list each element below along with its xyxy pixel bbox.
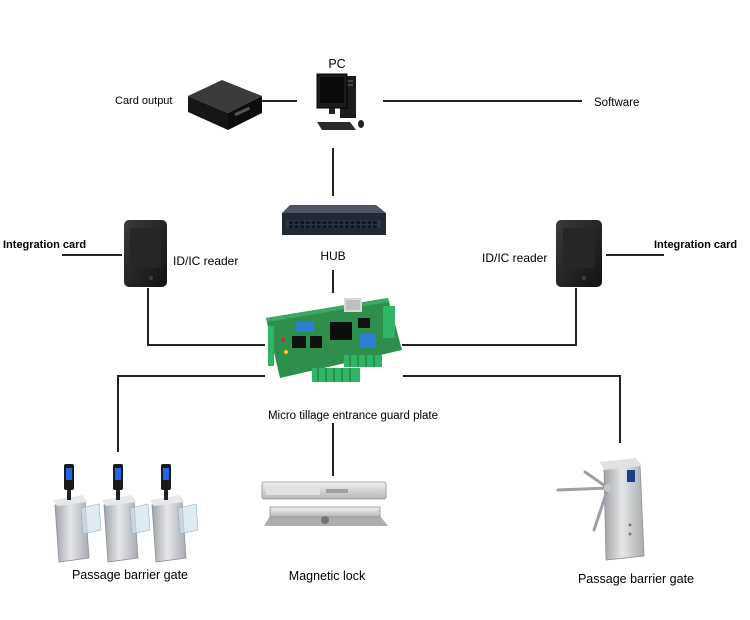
barrier-gate-unit [150,464,199,563]
connection-lines [62,100,664,476]
controller-board-icon [266,298,402,382]
label-card-output: Card output [115,95,172,107]
magnetic-lock-icon [261,481,388,526]
barrier-gate-icon [53,464,199,563]
barrier-gate-unit [53,464,102,563]
label-gate-right: Passage barrier gate [578,572,694,586]
desktop-computer-icon [316,73,364,130]
line-reader-right-controller [402,288,577,346]
label-pc: PC [328,57,345,71]
label-hub: HUB [320,249,345,263]
line-controller-gate-left [117,375,265,452]
label-controller: Micro tillage entrance guard plate [268,410,438,422]
line-controller-gate-right [403,375,621,443]
line-reader-left-controller [147,288,265,346]
label-software: Software [594,97,639,109]
card-reader-icon-right [556,220,602,287]
barrier-gate-unit [102,464,151,563]
card-reader-icon-left [124,220,167,287]
label-reader-left: ID/IC reader [173,254,238,268]
label-gate-left: Passage barrier gate [72,568,188,582]
card-encoder-icon [188,80,262,130]
label-lock: Magnetic lock [289,569,366,583]
label-integration-right: Integration card [654,239,737,251]
label-reader-right: ID/IC reader [482,251,547,265]
label-integration-left: Integration card [3,239,86,251]
network-switch-icon [282,205,386,235]
tripod-turnstile-icon [556,458,645,561]
